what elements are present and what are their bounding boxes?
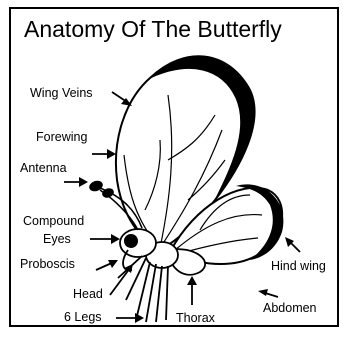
label-head: Head — [73, 287, 103, 301]
label-antenna: Antenna — [20, 161, 67, 175]
compound-eye — [124, 234, 138, 248]
label-thorax: Thorax — [176, 311, 216, 325]
label-proboscis: Proboscis — [20, 257, 75, 271]
label-forewing: Forewing — [36, 130, 87, 144]
label-eyes: Eyes — [43, 232, 71, 246]
label-compound: Compound — [23, 214, 84, 228]
label-legs: 6 Legs — [64, 310, 102, 324]
label-wing-veins: Wing Veins — [30, 86, 93, 100]
label-hind-wing: Hind wing — [271, 259, 326, 273]
label-abdomen: Abdomen — [263, 301, 317, 315]
